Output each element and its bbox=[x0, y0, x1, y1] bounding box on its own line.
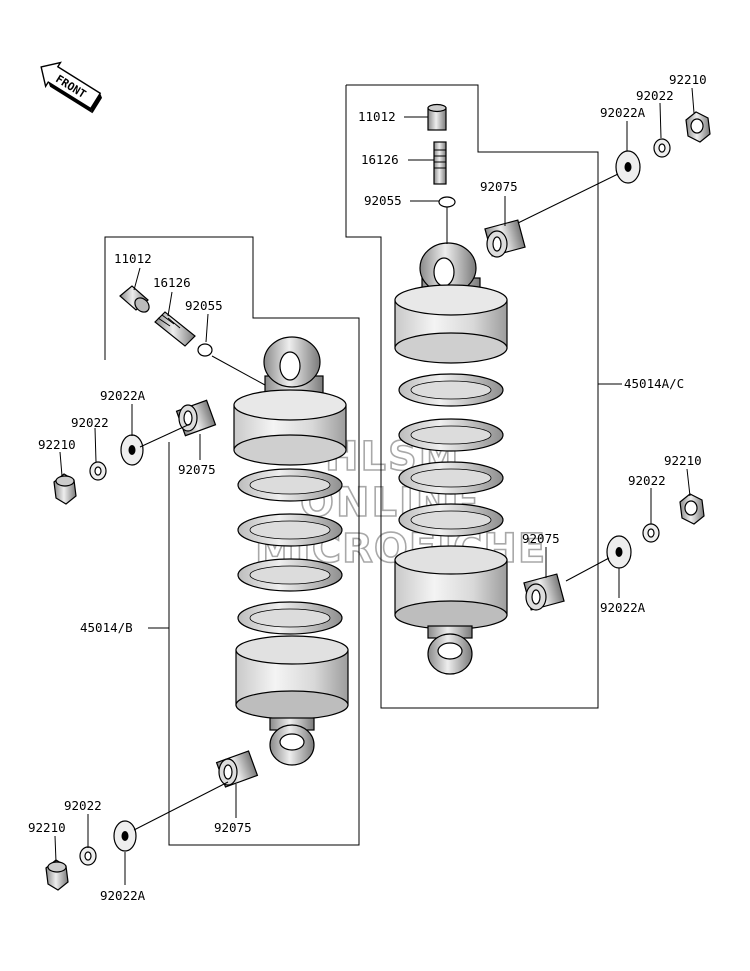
right-nut-bottom-icon bbox=[679, 493, 705, 525]
left-assembly: 11012 16126 92055 92022A 92022 92210 920… bbox=[28, 236, 360, 903]
right-shock-absorber bbox=[394, 242, 508, 675]
right-clip-bottom-icon bbox=[642, 523, 660, 543]
right-clip-top-label: 92022 bbox=[636, 88, 674, 103]
left-collar-bottom-icon bbox=[215, 750, 259, 788]
left-nut-top-label: 92210 bbox=[38, 437, 76, 452]
left-o-ring-icon bbox=[197, 343, 213, 357]
left-washer-top-label: 92022A bbox=[100, 388, 146, 403]
right-collar-top-label: 92075 bbox=[480, 179, 518, 194]
left-collar-top-label: 92075 bbox=[178, 462, 216, 477]
right-assembly-label: 45014A/C bbox=[624, 376, 684, 391]
left-valve-label: 16126 bbox=[153, 275, 191, 290]
right-collar-top-icon bbox=[484, 219, 526, 258]
left-clip-bottom-label: 92022 bbox=[64, 798, 102, 813]
right-clip-bottom-label: 92022 bbox=[628, 473, 666, 488]
right-oring-label: 92055 bbox=[364, 193, 402, 208]
left-cap-label: 11012 bbox=[114, 251, 152, 266]
right-washer-top-label: 92022A bbox=[600, 105, 646, 120]
left-valve-cap-icon bbox=[119, 285, 150, 313]
right-assembly: 11012 16126 92055 92075 92022A 92022 922… bbox=[345, 72, 711, 709]
right-washer-bottom-label: 92022A bbox=[600, 600, 646, 615]
left-shock-absorber bbox=[233, 336, 349, 766]
front-arrow-icon: FRONT bbox=[40, 61, 103, 114]
left-bracket-line bbox=[104, 236, 360, 846]
left-washer-bottom-label: 92022A bbox=[100, 888, 146, 903]
left-nut-bottom-label: 92210 bbox=[28, 820, 66, 835]
right-cap-label: 11012 bbox=[358, 109, 396, 124]
right-bracket-line bbox=[345, 84, 599, 709]
right-collar-bottom-icon bbox=[523, 573, 565, 611]
left-valve-icon bbox=[154, 311, 196, 347]
right-washer-top-icon bbox=[615, 150, 641, 184]
left-nut-top-icon bbox=[53, 473, 77, 505]
left-collar-bottom-label: 92075 bbox=[214, 820, 252, 835]
right-valve-cap-icon bbox=[427, 103, 447, 131]
left-washer-bottom-icon bbox=[113, 820, 137, 852]
right-nut-top-icon bbox=[685, 111, 711, 143]
left-assembly-label: 45014/B bbox=[80, 620, 133, 635]
left-washer-top-icon bbox=[120, 434, 144, 466]
right-collar-bottom-label: 92075 bbox=[522, 531, 560, 546]
right-valve-label: 16126 bbox=[361, 152, 399, 167]
left-clip-top-icon bbox=[89, 461, 107, 481]
right-washer-bottom-icon bbox=[606, 535, 632, 569]
left-oring-label: 92055 bbox=[185, 298, 223, 313]
right-clip-top-icon bbox=[653, 138, 671, 158]
left-clip-bottom-icon bbox=[79, 846, 97, 866]
right-valve-icon bbox=[433, 141, 447, 185]
right-o-ring-icon bbox=[438, 196, 456, 208]
right-nut-bottom-label: 92210 bbox=[664, 453, 702, 468]
right-nut-top-label: 92210 bbox=[669, 72, 707, 87]
left-collar-top-icon bbox=[175, 399, 217, 437]
left-clip-top-label: 92022 bbox=[71, 415, 109, 430]
left-nut-bottom-icon bbox=[45, 859, 69, 891]
